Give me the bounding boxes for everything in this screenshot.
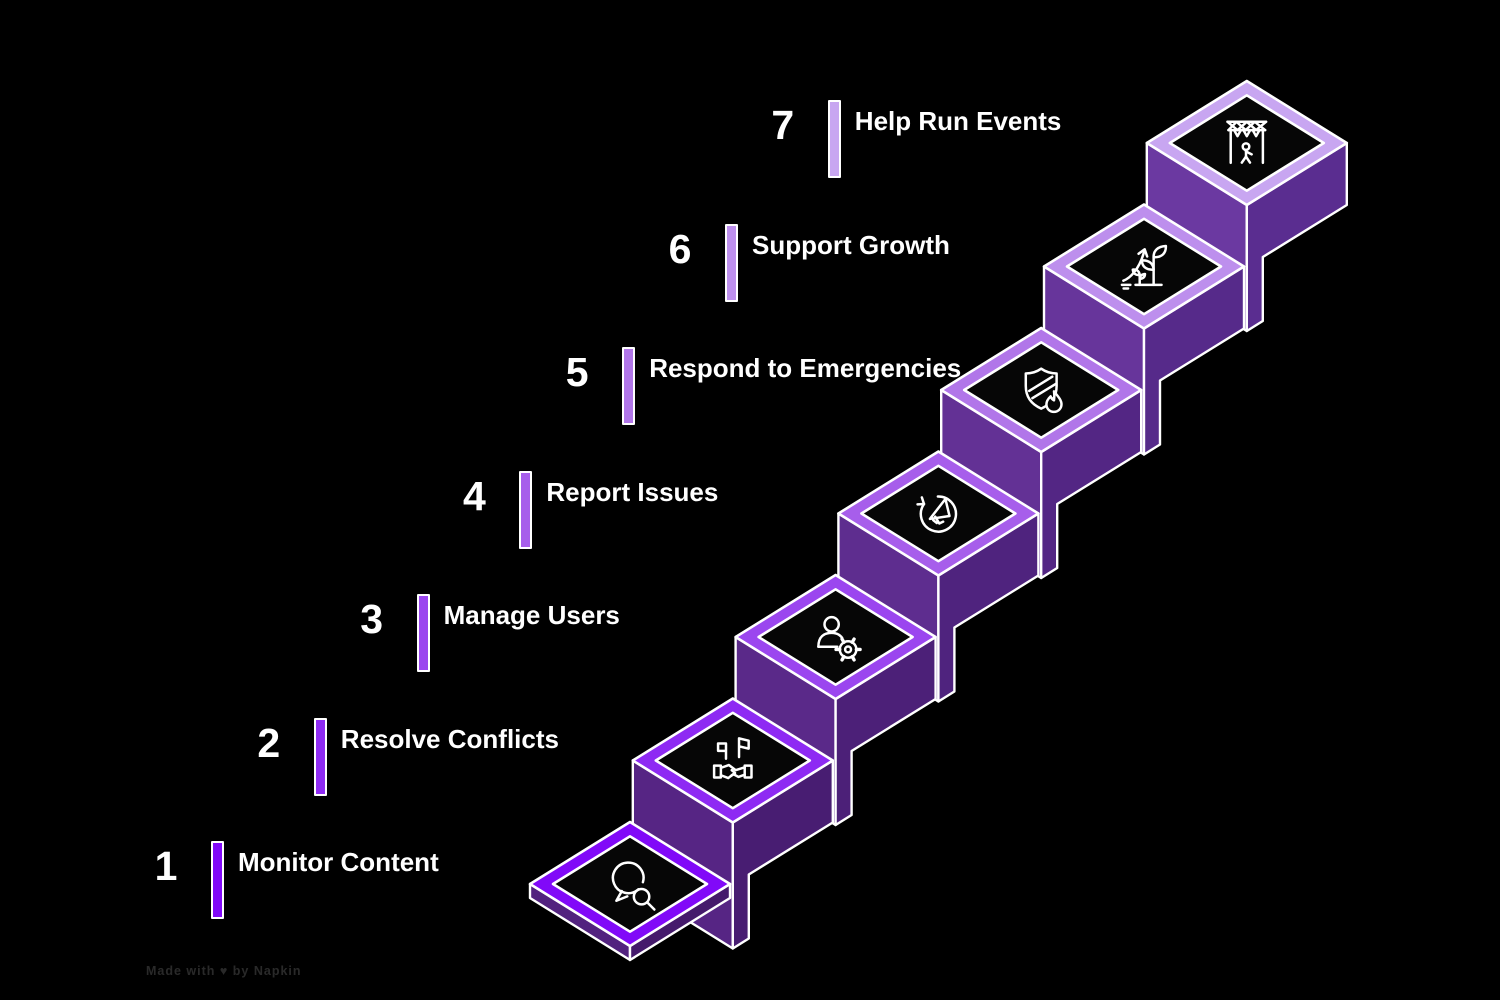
step-accent-bar-5 (622, 347, 636, 425)
step-accent-bar-6 (725, 223, 738, 302)
step-accent-bar-7 (827, 100, 841, 178)
event-canopy-icon (1226, 120, 1268, 165)
step-accent-bar-1 (211, 841, 224, 919)
step-number-2: 2 (257, 719, 281, 766)
user-gear-icon (817, 615, 862, 662)
step-row-1: 1 Monitor Content (143, 841, 439, 919)
step-row-2: 2 Resolve Conflicts (246, 717, 559, 796)
step-number-4: 4 (462, 472, 486, 519)
step-number-7: 7 (771, 102, 795, 148)
growth-plant-icon (1120, 244, 1168, 290)
step-block-1 (528, 820, 732, 962)
step-number-5: 5 (565, 349, 589, 395)
step-number-1: 1 (154, 843, 178, 889)
chat-search-icon (611, 861, 656, 911)
step-accent-bar-2 (313, 717, 327, 796)
step-label-2: Resolve Conflicts (340, 723, 559, 754)
step-number-3: 3 (360, 596, 383, 642)
step-label-6: Support Growth (752, 229, 950, 260)
handshake-flags-icon (712, 737, 753, 780)
step-accent-bar-3 (416, 594, 430, 672)
step-accent-bar-4 (519, 470, 533, 549)
step-label-5: Respond to Emergencies (649, 353, 962, 383)
step-label-4: Report Issues (546, 476, 719, 507)
step-label-7: Help Run Events (854, 106, 1062, 136)
megaphone-cycle-icon (916, 495, 958, 533)
shield-flame-icon (1024, 367, 1063, 414)
step-row-7: 7 Help Run Events (760, 100, 1062, 178)
step-row-5: 5 Respond to Emergencies (554, 347, 962, 425)
step-number-6: 6 (668, 225, 692, 272)
step-label-3: Manage Users (443, 600, 620, 630)
step-label-1: Monitor Content (238, 847, 439, 877)
step-row-4: 4 Report Issues (451, 470, 719, 549)
step-row-3: 3 Manage Users (349, 594, 620, 672)
step-row-6: 6 Support Growth (657, 223, 950, 302)
watermark: Made with ♥ by Napkin (146, 964, 302, 978)
